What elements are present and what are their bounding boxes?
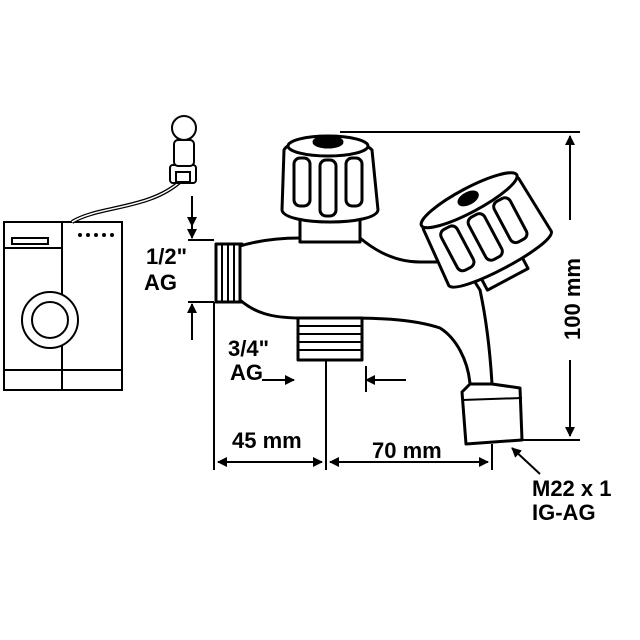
outlet-thread — [296, 316, 364, 362]
hose-thread-size-label: M22 x 1 — [532, 476, 612, 501]
side-handle — [419, 171, 553, 292]
hose-thread-type-label: IG-AG — [532, 500, 596, 525]
washing-machine-illustration — [3, 221, 123, 391]
mini-tap-illustration — [70, 115, 197, 224]
outlet-size-label: 3/4" — [228, 336, 270, 361]
outlet-thread-label: AG — [230, 360, 263, 385]
inlet-size-label: 1/2" — [146, 244, 188, 269]
hose-thread-leader — [511, 447, 541, 475]
double-valve-body — [214, 134, 553, 446]
dimension-lines — [213, 131, 580, 470]
hose-outlet — [460, 382, 524, 446]
top-handle — [280, 134, 380, 244]
dim-right-label: 70 mm — [372, 438, 442, 463]
inlet-thread — [214, 242, 244, 304]
dim-height-label: 100 mm — [560, 258, 585, 340]
inlet-thread-label: AG — [144, 270, 177, 295]
dim-left-label: 45 mm — [232, 428, 302, 453]
